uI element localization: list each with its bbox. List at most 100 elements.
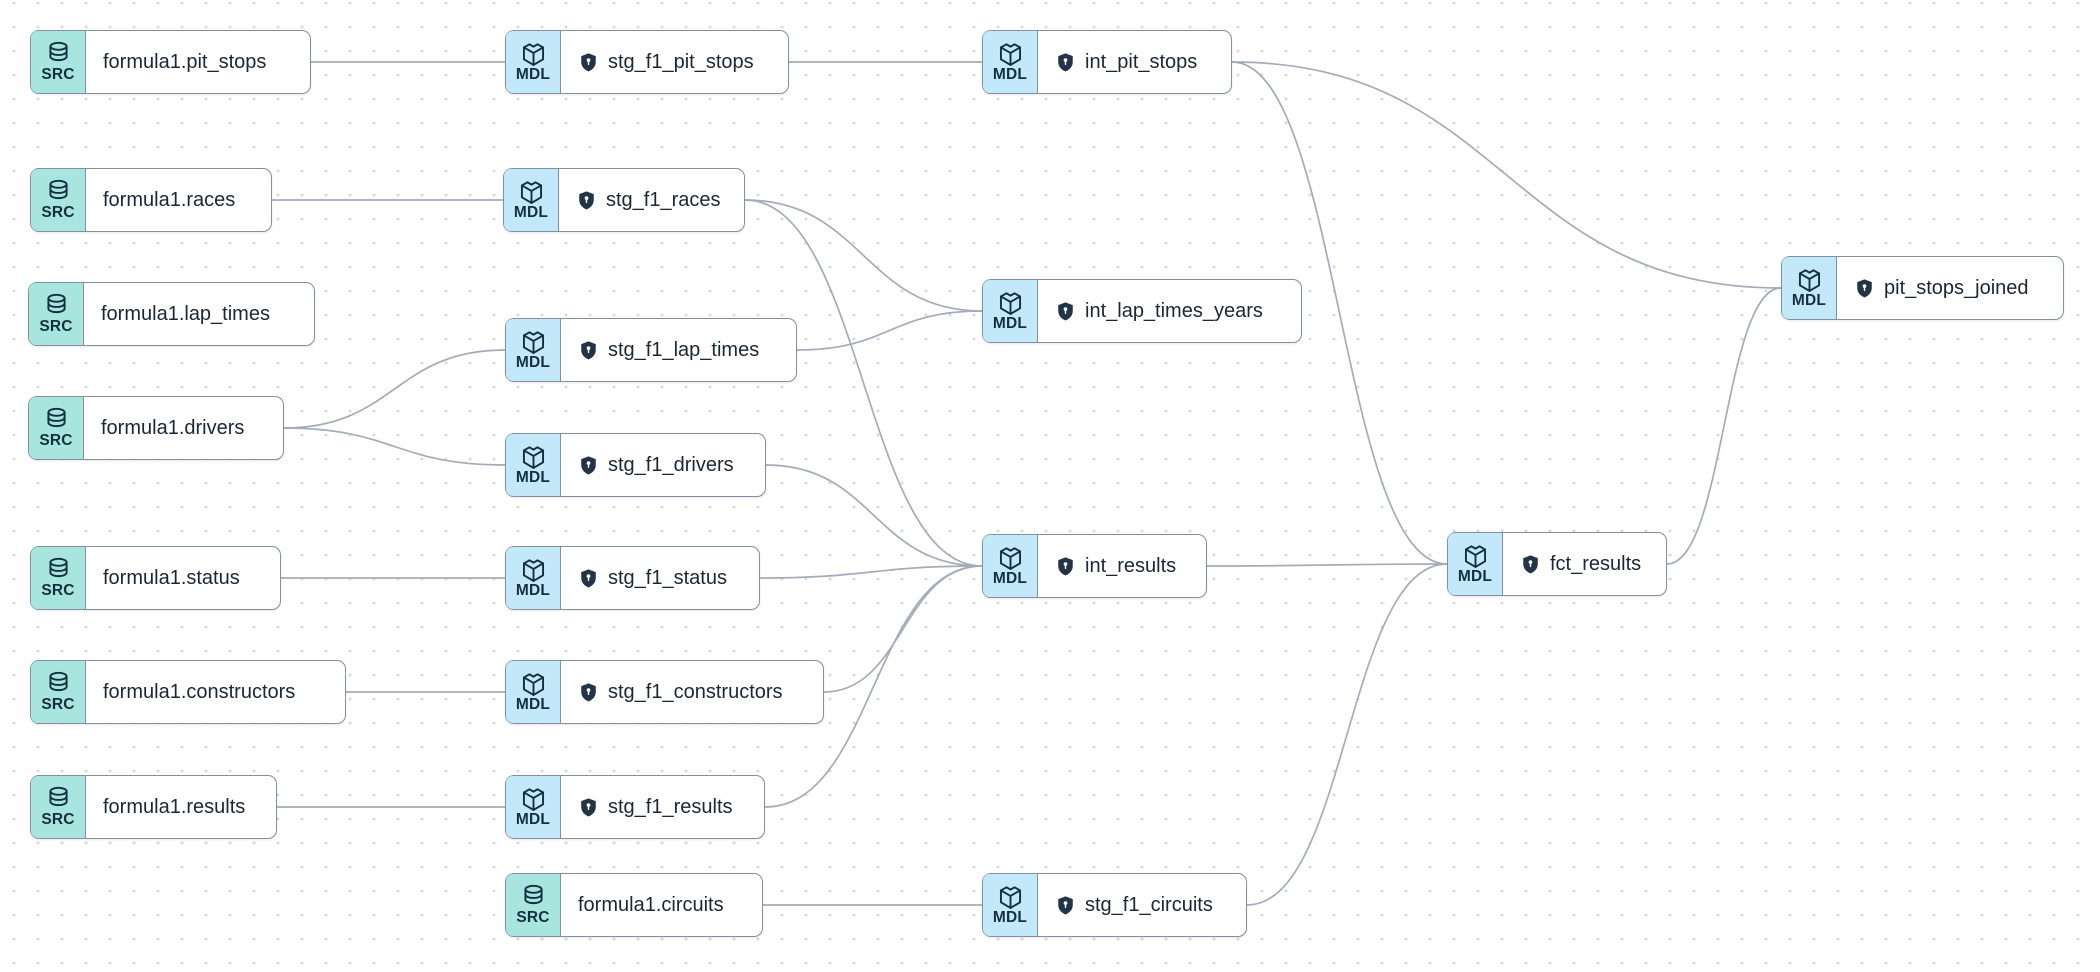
model-badge: MDL [983, 31, 1038, 93]
database-icon [45, 556, 72, 583]
edge-stg_f1_results-to-int_results [764, 565, 983, 808]
package-cube-icon [518, 178, 545, 205]
edge-formula1.drivers-to-stg_f1_drivers [283, 427, 506, 466]
shield-pin-icon [1055, 556, 1076, 577]
model-badge: MDL [983, 874, 1038, 936]
node-label: stg_f1_status [608, 566, 727, 589]
badge-label: MDL [515, 696, 551, 714]
badge-label: MDL [992, 570, 1028, 588]
shield-pin-icon [1055, 895, 1076, 916]
badge-label: MDL [1791, 292, 1827, 310]
node-stg_f1_circuits[interactable]: MDL stg_f1_circuits [982, 873, 1247, 937]
node-label: formula1.lap_times [101, 302, 270, 325]
shield-pin-icon [1055, 301, 1076, 322]
node-formula1.lap_times[interactable]: SRC formula1.lap_times [28, 282, 315, 346]
source-badge: SRC [29, 283, 84, 345]
package-cube-icon [997, 883, 1024, 910]
edge-stg_f1_constructors-to-int_results [823, 565, 983, 693]
node-label: formula1.constructors [103, 680, 296, 703]
node-body: int_lap_times_years [1038, 280, 1301, 342]
model-badge: MDL [506, 319, 561, 381]
model-badge: MDL [1782, 257, 1837, 319]
badge-label: MDL [992, 909, 1028, 927]
node-label: stg_f1_pit_stops [608, 50, 754, 73]
badge-label: MDL [515, 354, 551, 372]
node-label: int_results [1085, 554, 1177, 577]
node-label: stg_f1_circuits [1085, 893, 1213, 916]
node-label: fct_results [1550, 552, 1642, 575]
node-body: pit_stops_joined [1837, 257, 2063, 319]
node-stg_f1_drivers[interactable]: MDL stg_f1_drivers [505, 433, 766, 497]
edge-stg_f1_lap_times-to-int_lap_times_years [796, 310, 983, 351]
source-badge: SRC [31, 31, 86, 93]
node-formula1.races[interactable]: SRC formula1.races [30, 168, 272, 232]
source-badge: SRC [31, 547, 86, 609]
edge-int_results-to-fct_results [1206, 563, 1448, 567]
badge-label: SRC [41, 582, 75, 600]
node-body: formula1.status [86, 547, 280, 609]
badge-label: SRC [516, 909, 550, 927]
node-int_results[interactable]: MDL int_results [982, 534, 1207, 598]
package-cube-icon [1796, 266, 1823, 293]
badge-label: MDL [515, 66, 551, 84]
model-badge: MDL [983, 280, 1038, 342]
node-body: stg_f1_pit_stops [561, 31, 788, 93]
node-body: stg_f1_races [559, 169, 744, 231]
node-label: pit_stops_joined [1884, 276, 2029, 299]
node-label: formula1.races [103, 188, 236, 211]
edge-fct_results-to-pit_stops_joined [1666, 287, 1782, 565]
node-stg_f1_pit_stops[interactable]: MDL stg_f1_pit_stops [505, 30, 789, 94]
model-badge: MDL [506, 547, 561, 609]
shield-pin-icon [1854, 278, 1875, 299]
node-body: formula1.drivers [84, 397, 283, 459]
edge-stg_f1_races-to-int_lap_times_years [744, 199, 983, 312]
source-badge: SRC [31, 776, 86, 838]
shield-pin-icon [578, 52, 599, 73]
package-cube-icon [520, 328, 547, 355]
shield-pin-icon [578, 568, 599, 589]
node-body: fct_results [1503, 533, 1666, 595]
shield-pin-icon [578, 682, 599, 703]
badge-label: MDL [515, 582, 551, 600]
edge-int_pit_stops-to-pit_stops_joined [1231, 61, 1782, 289]
edge-int_pit_stops-to-fct_results [1231, 61, 1448, 565]
node-formula1.status[interactable]: SRC formula1.status [30, 546, 281, 610]
node-int_lap_times_years[interactable]: MDL int_lap_times_years [982, 279, 1302, 343]
node-body: stg_f1_circuits [1038, 874, 1246, 936]
package-cube-icon [997, 40, 1024, 67]
node-stg_f1_constructors[interactable]: MDL stg_f1_constructors [505, 660, 824, 724]
badge-label: MDL [515, 469, 551, 487]
badge-label: SRC [41, 204, 75, 222]
node-label: stg_f1_drivers [608, 453, 734, 476]
package-cube-icon [520, 40, 547, 67]
edge-stg_f1_circuits-to-fct_results [1246, 563, 1448, 906]
badge-label: SRC [41, 696, 75, 714]
node-body: stg_f1_drivers [561, 434, 765, 496]
shield-pin-icon [578, 455, 599, 476]
node-stg_f1_status[interactable]: MDL stg_f1_status [505, 546, 760, 610]
model-badge: MDL [504, 169, 559, 231]
badge-label: MDL [992, 315, 1028, 333]
badge-label: SRC [41, 811, 75, 829]
node-body: formula1.pit_stops [86, 31, 310, 93]
node-body: formula1.races [86, 169, 271, 231]
node-body: stg_f1_constructors [561, 661, 823, 723]
database-icon [43, 292, 70, 319]
package-cube-icon [997, 544, 1024, 571]
model-badge: MDL [506, 661, 561, 723]
node-label: formula1.drivers [101, 416, 245, 439]
node-pit_stops_joined[interactable]: MDL pit_stops_joined [1781, 256, 2064, 320]
node-label: stg_f1_constructors [608, 680, 783, 703]
node-formula1.constructors[interactable]: SRC formula1.constructors [30, 660, 346, 724]
